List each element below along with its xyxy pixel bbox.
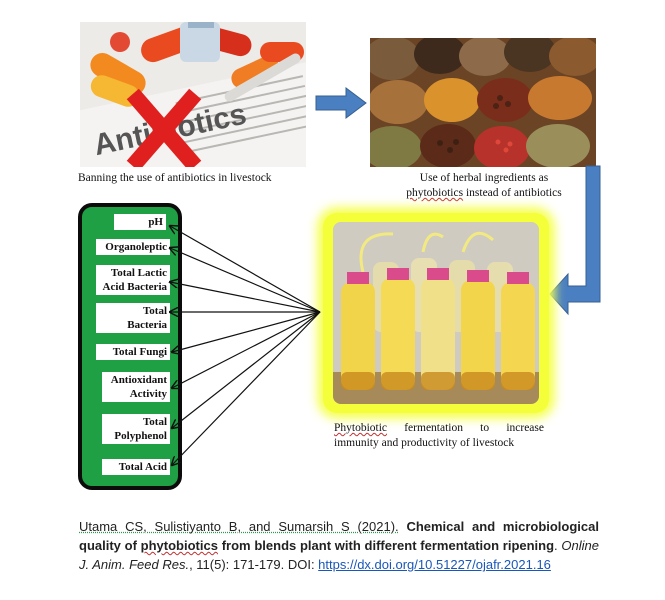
phytobiotic-word: Phytobiotic [334, 422, 388, 434]
phytobiotics-word: phytobiotics [406, 187, 464, 199]
param-total-fungi: Total Fungi [96, 344, 170, 360]
param-total-lactic-acid-bacteria: Total Lactic Acid Bacteria [96, 265, 170, 295]
param-ph: pH [114, 214, 166, 230]
arrow-antioxidant [172, 311, 321, 388]
citation-volume: , 11(5): 171-179. DOI: [189, 557, 319, 572]
arrow-organoleptic [170, 248, 321, 313]
citation-journal: Online J. Anim. Feed Res. [79, 538, 599, 572]
arrow-fungi [172, 311, 321, 352]
antibiotics-photo: Antibiotics [80, 22, 306, 167]
arrow-acid [172, 311, 321, 465]
citation-block: Utama CS, Sulistiyanto B, and Sumarsih S… [79, 519, 599, 572]
parameters-panel: pH Organoleptic Total Lactic Acid Bacter… [78, 203, 182, 490]
citation-authors: Utama CS, Sulistiyanto B, and Sumarsih S… [79, 519, 399, 534]
arrow-lactic [170, 282, 321, 313]
herbal-caption-line1: Use of herbal ingredients as [419, 172, 549, 184]
fermentation-photo [333, 222, 539, 404]
herbal-caption-line2: phytobiotics instead of antibiotics [384, 186, 584, 201]
param-organoleptic: Organoleptic [96, 239, 170, 255]
citation-title: Chemical and microbiological quality of … [79, 519, 599, 553]
down-left-arrow-icon [549, 165, 601, 316]
spices-image [370, 38, 596, 167]
fermentation-caption: Phytobiotic fermentation to increase imm… [334, 421, 544, 451]
antibiotics-image: Antibiotics [80, 22, 306, 167]
right-arrow-icon [315, 87, 367, 119]
fermentation-caption-line2: immunity and productivity of livestock [334, 437, 515, 449]
fermentation-bottles-image [333, 222, 539, 404]
fermentation-caption-line1: Phytobiotic fermentation to increase [334, 421, 544, 436]
banning-caption: Banning the use of antibiotics in livest… [78, 172, 272, 184]
arrow-ph [170, 226, 321, 313]
param-total-bacteria: Total Bacteria [96, 303, 170, 333]
param-total-acid: Total Acid [102, 459, 170, 475]
doi-link[interactable]: https://dx.doi.org/10.51227/ojafr.2021.1… [318, 557, 551, 572]
param-total-polyphenol: Total Polyphenol [102, 414, 170, 444]
param-antioxidant-activity: Antioxidant Activity [102, 372, 170, 402]
herbal-spices-photo [370, 38, 596, 167]
herbal-caption: Use of herbal ingredients as phytobiotic… [384, 171, 584, 201]
red-x-icon [126, 88, 202, 167]
fermentation-caption-rest: fermentation to increase [387, 422, 544, 434]
herbal-caption-rest: instead of antibiotics [463, 187, 562, 199]
arrow-polyphenol [172, 311, 321, 428]
